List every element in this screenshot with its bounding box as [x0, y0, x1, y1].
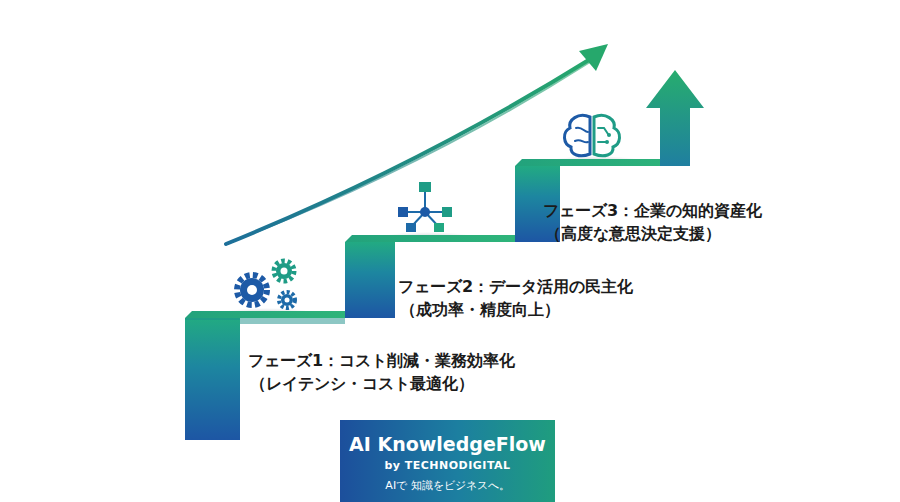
node-subtext: （成功率・精度向上）	[398, 298, 718, 321]
node-heading: フェーズ2：データ活用の民主化	[398, 275, 718, 298]
up-arrow	[646, 70, 704, 166]
node-heading: フェーズ1：コスト削減・業務効率化	[248, 349, 588, 372]
step-edge	[185, 318, 345, 324]
step-tread	[185, 311, 352, 318]
node-heading: フェーズ3：企業の知的資産化	[543, 199, 863, 222]
growth-curve	[226, 58, 592, 244]
phase-label: フェーズ2：データ活用の民主化（成功率・精度向上）	[398, 275, 718, 321]
step-front	[345, 242, 395, 318]
phase-label: フェーズ3：企業の知的資産化（高度な意思決定支援）	[543, 199, 863, 245]
node-subtext: （レイテンシ・コスト最適化）	[248, 372, 588, 395]
node-heading: AI KnowledgeFlow	[340, 432, 555, 456]
growth-curve-head	[579, 44, 608, 71]
growth-curve-shade	[228, 62, 590, 243]
step-front	[185, 318, 240, 440]
phase-label: フェーズ1：コスト削減・業務効率化（レイテンシ・コスト最適化）	[248, 349, 588, 395]
gears-icon	[237, 261, 295, 308]
node-subtext: by TECHNODIGITAL	[340, 456, 555, 476]
network-icon	[398, 182, 452, 232]
node-subtext: （高度な意思決定支援）	[543, 222, 863, 245]
step-tread	[345, 235, 522, 242]
brand-box: AI KnowledgeFlowby TECHNODIGITALAIで 知識をビ…	[340, 420, 555, 502]
brain-icon	[564, 115, 619, 155]
node-subtext: AIで 知識をビジネスへ。	[340, 476, 555, 496]
